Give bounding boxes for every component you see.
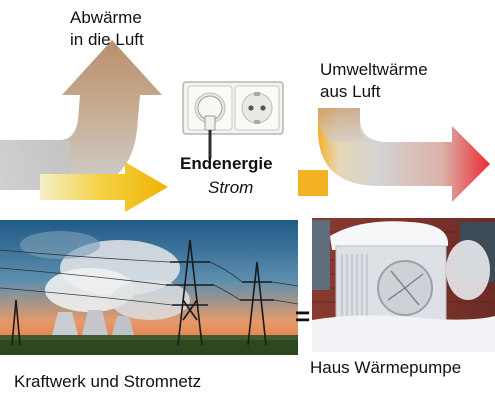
power-socket-icon: [182, 81, 284, 158]
power-plant-caption: Kraftwerk und Stromnetz: [14, 372, 202, 391]
ambient-heat-label-line2: aus Luft: [320, 82, 381, 101]
ambient-heat-label: Umweltwärme aus Luft: [320, 59, 428, 103]
waste-heat-label-line1: Abwärme: [70, 8, 142, 27]
electricity-input-stub: [298, 170, 328, 196]
waste-heat-label-line2: in die Luft: [70, 30, 144, 49]
electricity-arrow: [40, 162, 168, 212]
heat-pump-photo: [312, 218, 495, 352]
power-plant-photo: [0, 220, 299, 355]
final-energy-label: Endenergie: [180, 154, 273, 173]
heat-pump-caption: Haus Wärmepumpe: [310, 358, 462, 377]
waste-heat-label: Abwärme in die Luft: [70, 7, 144, 51]
ambient-heat-arrow: [318, 108, 490, 202]
ambient-heat-label-line1: Umweltwärme: [320, 60, 428, 79]
equals-sign: =: [295, 301, 311, 331]
electricity-label: Strom: [208, 178, 254, 197]
waste-heat-arrow: [0, 40, 162, 190]
